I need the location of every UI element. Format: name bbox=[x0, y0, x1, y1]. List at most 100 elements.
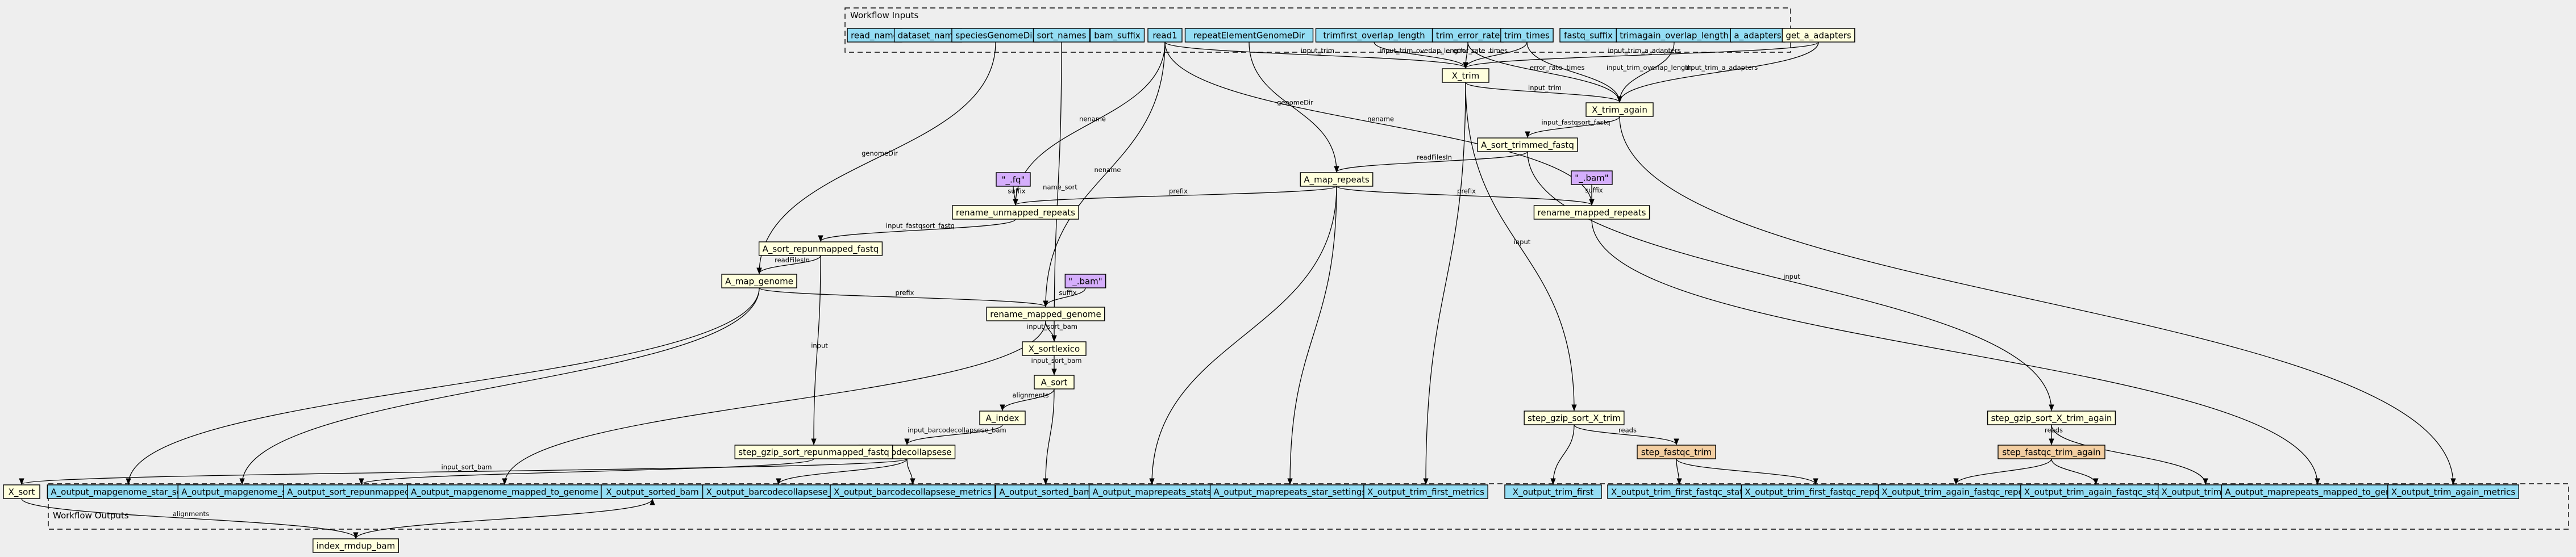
node-speciesgenomedir[interactable]: speciesGenomeDir bbox=[951, 28, 1040, 43]
node-x-trim-again[interactable]: X_trim_again bbox=[1585, 102, 1654, 117]
node-x-output-sorted-bam[interactable]: X_output_sorted_bam bbox=[601, 484, 704, 499]
edge-label: reads bbox=[1618, 426, 1637, 434]
node-trim-error-rate[interactable]: trim_error_rate bbox=[1431, 28, 1504, 43]
node-bam[interactable]: "_.bam" bbox=[1064, 274, 1106, 288]
edge-label: suffix bbox=[1059, 289, 1076, 297]
edge-path bbox=[1617, 41, 1675, 103]
node-a-sort[interactable]: A_sort bbox=[1034, 375, 1075, 390]
node-a-map-genome[interactable]: A_map_genome bbox=[721, 274, 797, 288]
edge-path bbox=[1463, 41, 1819, 69]
node-a-output-mapgenome-mapped-to-genome[interactable]: A_output_mapgenome_mapped_to_genome bbox=[407, 484, 602, 499]
node-a-adapters[interactable]: a_adapters bbox=[1730, 28, 1786, 43]
node-step-gzip-sort-x-trim[interactable]: step_gzip_sort_X_trim bbox=[1524, 411, 1625, 425]
edge-path bbox=[1043, 388, 1055, 485]
node-label: A_sort_repunmapped_fastq bbox=[763, 244, 879, 255]
edge-label: prefix bbox=[1457, 187, 1476, 195]
node-label: trimagain_overlap_length bbox=[1620, 31, 1729, 41]
edge-x-barcodecollapsese-to-x-sort bbox=[19, 458, 908, 485]
node-label: step_gzip_sort_repunmapped_fastq bbox=[738, 447, 889, 458]
node-a-output-maprepeats-stats[interactable]: A_output_maprepeats_stats bbox=[1088, 484, 1216, 499]
node-bam[interactable]: "_.bam" bbox=[1571, 170, 1613, 185]
edge-label: input_trim bbox=[1528, 84, 1562, 92]
edge-path bbox=[1013, 41, 1166, 206]
node-rename-mapped-genome[interactable]: rename_mapped_genome bbox=[986, 307, 1105, 321]
edge-path bbox=[1676, 458, 1818, 485]
edge-read1-to-rename-unmapped-repeats bbox=[1013, 41, 1166, 206]
node-label: A_map_repeats bbox=[1304, 175, 1369, 186]
edge-label: input_trim_overlap_length bbox=[1379, 47, 1464, 55]
node-fastq-suffix[interactable]: fastq_suffix bbox=[1559, 28, 1617, 43]
node-a-index[interactable]: A_index bbox=[979, 411, 1026, 425]
node-x-output-barcodecollapsese-bam[interactable]: X_output_barcodecollapsese_bam bbox=[702, 484, 855, 499]
node-a-output-maprepeats-star-settings[interactable]: A_output_maprepeats_star_settings bbox=[1209, 484, 1371, 499]
node-label: X_sortlexico bbox=[1029, 344, 1080, 355]
node-step-fastqc-trim[interactable]: step_fastqc_trim bbox=[1637, 445, 1716, 459]
node-x-output-trim-again-fastqc-report[interactable]: X_output_trim_again_fastqc_report bbox=[1878, 484, 2034, 499]
node-step-gzip-sort-repunmapped-fastq[interactable]: step_gzip_sort_repunmapped_fastq bbox=[734, 445, 893, 459]
node-x-sort[interactable]: X_sort bbox=[3, 484, 40, 499]
node-step-fastqc-trim-again[interactable]: step_fastqc_trim_again bbox=[1997, 445, 2105, 459]
node-label: rename_mapped_repeats bbox=[1538, 208, 1646, 219]
node-box bbox=[996, 172, 1031, 187]
node-label: "_.bam" bbox=[1068, 277, 1102, 287]
node-fq[interactable]: "_.fq" bbox=[996, 172, 1031, 187]
node-rename-unmapped-repeats[interactable]: rename_unmapped_repeats bbox=[952, 205, 1079, 220]
node-a-output-sorted-bam[interactable]: A_output_sorted_bam bbox=[995, 484, 1096, 499]
node-label: X_trim bbox=[1452, 71, 1480, 82]
edge-rename-mapped-repeats-to-o18 bbox=[1591, 219, 2320, 485]
edge-path bbox=[2051, 424, 2208, 485]
node-x-sortlexico[interactable]: X_sortlexico bbox=[1022, 341, 1087, 356]
node-x-output-trim-first-fastqc-report[interactable]: X_output_trim_first_fastqc_report bbox=[1741, 484, 1891, 499]
node-sort-names[interactable]: sort_names bbox=[1033, 28, 1091, 43]
node-a-sort-trimmed-fastq[interactable]: A_sort_trimmed_fastq bbox=[1477, 137, 1578, 152]
edge-label: alignments bbox=[173, 510, 209, 518]
node-x-output-trim-first[interactable]: X_output_trim_first bbox=[1504, 484, 1602, 499]
node-step-gzip-sort-x-trim-again[interactable]: step_gzip_sort_X_trim_again bbox=[1987, 411, 2116, 425]
edge-label: readFilesIn bbox=[1417, 153, 1452, 161]
edge-path bbox=[1574, 424, 1679, 446]
edge-path bbox=[759, 287, 1048, 308]
node-get-a-adapters[interactable]: get_a_adapters bbox=[1782, 28, 1855, 43]
node-label: trim_times bbox=[1504, 31, 1550, 41]
node-read1[interactable]: read1 bbox=[1147, 28, 1183, 43]
node-x-output-trim-first-fastqc-stats[interactable]: X_output_trim_first_fastqc_stats bbox=[1607, 484, 1751, 499]
node-trimagain-overlap-length[interactable]: trimagain_overlap_length bbox=[1616, 28, 1733, 43]
node-x-output-trim-first-metrics[interactable]: X_output_trim_first_metrics bbox=[1363, 484, 1488, 499]
node-box bbox=[1571, 170, 1613, 185]
node-trim-times[interactable]: trim_times bbox=[1500, 28, 1554, 43]
edge-path bbox=[21, 498, 359, 539]
node-a-output-maprepeats-mapped-to-genome[interactable]: A_output_maprepeats_mapped_to_genome bbox=[2221, 484, 2414, 499]
node-x-output-trim-again-metrics[interactable]: X_output_trim_again_metrics bbox=[2387, 484, 2519, 499]
node-x-output-trim-again-fastqc-stats[interactable]: X_output_trim_again_fastqc_stats bbox=[2020, 484, 2171, 499]
node-index-rmdup-bam[interactable]: index_rmdup_bam bbox=[313, 538, 399, 553]
edge-step-gzip-sort-x-trim-to-o12 bbox=[1550, 424, 1575, 485]
edge-path bbox=[1336, 186, 1595, 206]
node-repeatelementgenomedir[interactable]: repeatElementGenomeDir bbox=[1184, 28, 1314, 43]
node-trimfirst-overlap-length[interactable]: trimfirst_overlap_length bbox=[1315, 28, 1433, 43]
edge-x-trim-again-to-a-sort-trimmed-fastq bbox=[1525, 116, 1620, 139]
node-rename-mapped-repeats[interactable]: rename_mapped_repeats bbox=[1533, 205, 1650, 220]
node-box bbox=[2221, 484, 2414, 499]
node-a-map-repeats[interactable]: A_map_repeats bbox=[1300, 172, 1374, 187]
edge-path bbox=[355, 498, 655, 539]
node-read-name[interactable]: read_name bbox=[847, 28, 902, 43]
node-label: A_index bbox=[986, 413, 1019, 424]
edge-trim-error-rate-to-x-trim-again bbox=[1467, 41, 1622, 103]
edge-label: genomeDir bbox=[1277, 99, 1313, 107]
edge-label: input_sort_bam bbox=[1031, 357, 1082, 365]
node-bam-suffix[interactable]: bam_suffix bbox=[1089, 28, 1145, 43]
edge-x-trim-to-o11 bbox=[1423, 82, 1466, 485]
node-box bbox=[1089, 28, 1145, 43]
edge-path bbox=[1164, 41, 1468, 69]
edge-label: input_sort_bam bbox=[1027, 323, 1077, 330]
node-x-output-barcodecollapsese-metrics[interactable]: X_output_barcodecollapsese_metrics bbox=[830, 484, 996, 499]
edge-x-sort-to-index-rmdup-bam bbox=[21, 498, 359, 539]
edge-step-fastqc-trim-again-to-o15 bbox=[1953, 458, 2052, 485]
node-label: X_output_trim_first bbox=[1513, 487, 1594, 498]
node-box bbox=[1300, 172, 1374, 187]
node-label: X_output_sorted_bam bbox=[606, 487, 698, 498]
node-a-sort-repunmapped-fastq[interactable]: A_sort_repunmapped_fastq bbox=[758, 241, 883, 256]
node-x-trim[interactable]: X_trim bbox=[1442, 68, 1489, 83]
node-label: X_output_trim_first_fastqc_stats bbox=[1611, 487, 1747, 498]
